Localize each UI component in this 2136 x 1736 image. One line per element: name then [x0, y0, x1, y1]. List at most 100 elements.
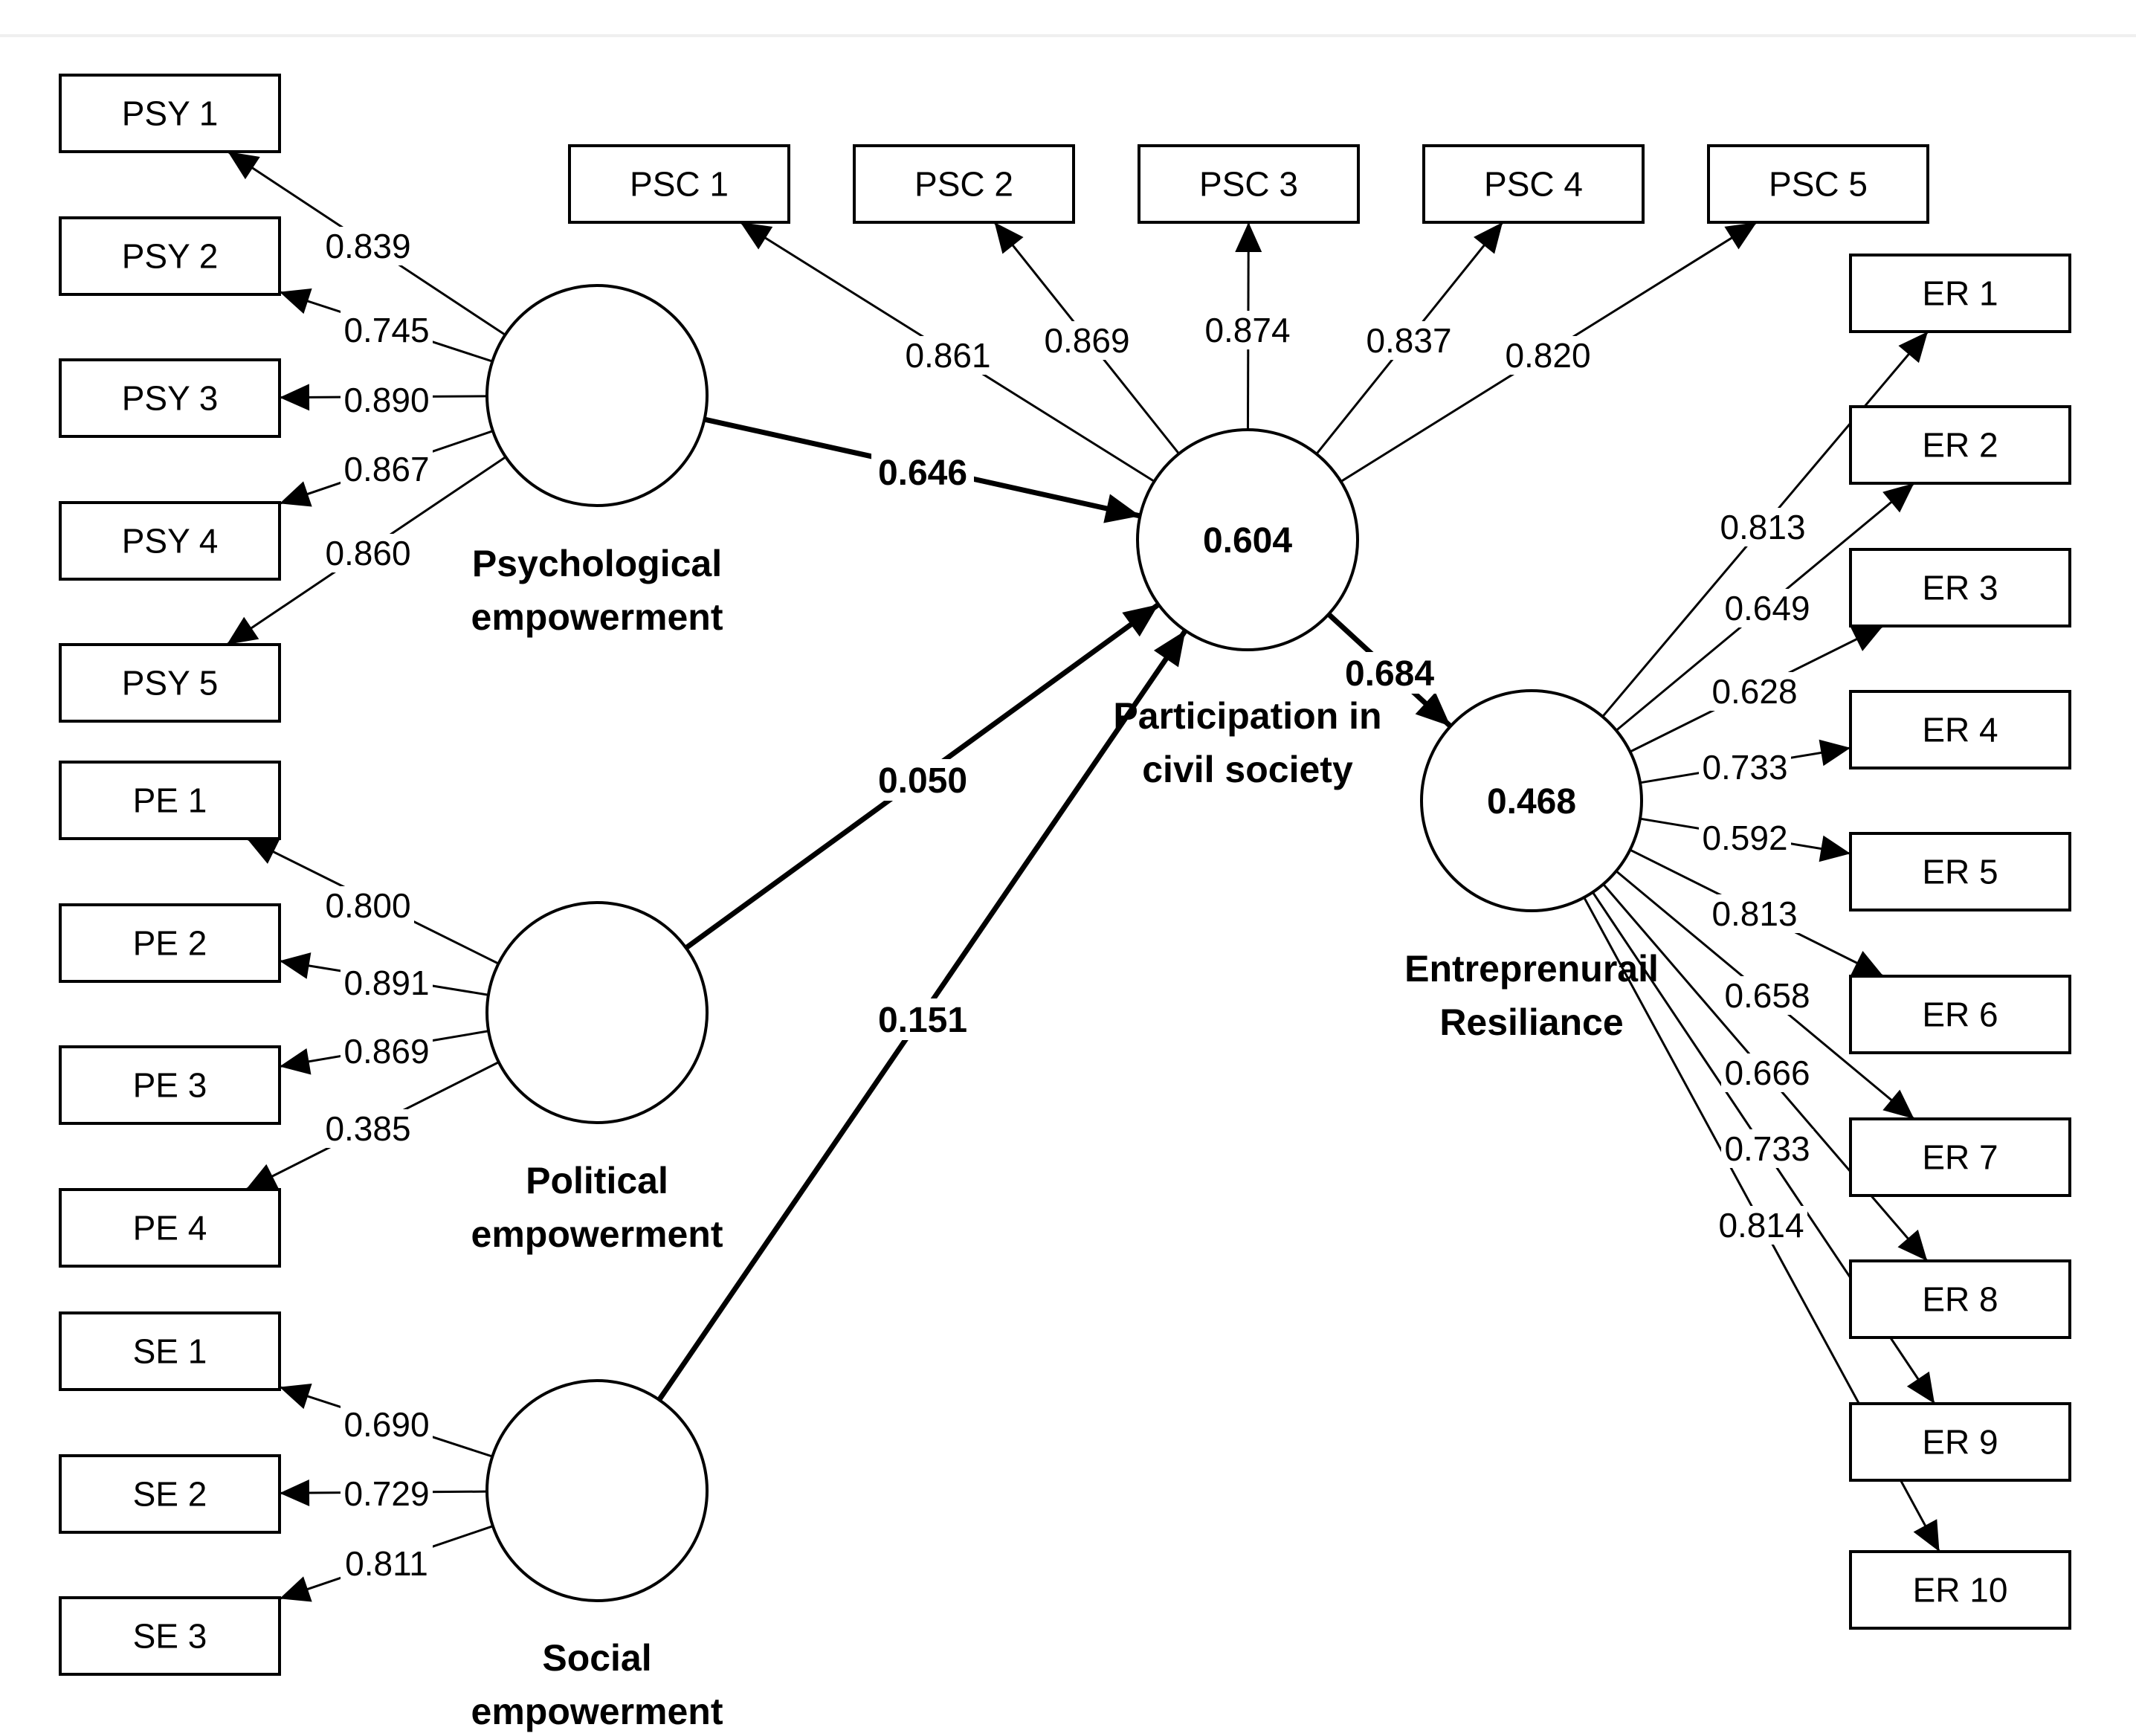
loading-label-bg-psy3 — [341, 381, 433, 419]
loading-label-bg-er2 — [1721, 589, 1813, 627]
indicator-box-psy3 — [59, 358, 281, 438]
construct-name-er-line-1: Entreprenurail — [1404, 948, 1659, 990]
loading-label-bg-psy4 — [341, 450, 433, 488]
arrowhead-er1 — [1898, 332, 1928, 364]
indicator-label-se1: SE 1 — [133, 1332, 207, 1371]
indicator-box-er1 — [1849, 254, 2071, 333]
indicator-box-er7 — [1849, 1117, 2071, 1197]
indicator-label-pe3: PE 3 — [133, 1066, 207, 1105]
indicator-box-se2 — [59, 1454, 281, 1534]
arrowhead-er9 — [1906, 1371, 1935, 1404]
path-coefficient-psy_psc: 0.646 — [878, 454, 967, 493]
loading-label-psy4: 0.867 — [343, 450, 429, 488]
r-squared-psc: 0.604 — [1203, 521, 1292, 561]
path-arrowhead-se_psc — [1153, 630, 1186, 668]
loading-label-bg-psc1 — [902, 336, 994, 375]
loading-label-er9: 0.733 — [1724, 1129, 1810, 1168]
loading-label-er1: 0.813 — [1720, 508, 1805, 546]
indicator-label-er8: ER 8 — [1922, 1280, 1998, 1319]
indicator-box-er9 — [1849, 1402, 2071, 1482]
arrowhead-er10 — [1913, 1519, 1940, 1552]
indicator-label-er7: ER 7 — [1922, 1138, 1998, 1177]
loading-label-pe3: 0.869 — [343, 1032, 429, 1071]
indicator-label-er9: ER 9 — [1922, 1423, 1998, 1462]
arrowhead-er7 — [1882, 1089, 1914, 1119]
construct-name-psy-line-1: Psychological — [472, 543, 722, 584]
arrowhead-psy2 — [280, 288, 312, 314]
arrowhead-se1 — [280, 1383, 312, 1410]
loading-label-psy5: 0.860 — [325, 534, 410, 572]
construct-circle-psc — [1136, 428, 1359, 651]
construct-name-pe-line-2: empowerment — [471, 1213, 723, 1255]
loading-label-er3: 0.628 — [1711, 672, 1797, 711]
arrowhead-pe2 — [280, 952, 312, 979]
construct-name-se-line-1: Social — [542, 1637, 651, 1679]
arrowhead-er6 — [1851, 951, 1884, 976]
indicator-label-er2: ER 2 — [1922, 426, 1998, 465]
construct-circle-er — [1420, 689, 1643, 912]
construct-circle-pe — [485, 901, 709, 1124]
loading-label-bg-er5 — [1699, 819, 1791, 857]
path-label-bg-pe_psc — [871, 759, 974, 801]
indicator-label-er6: ER 6 — [1922, 996, 1998, 1034]
indicator-label-er1: ER 1 — [1922, 274, 1998, 313]
arrowhead-er3 — [1851, 626, 1883, 651]
indicator-box-er6 — [1849, 975, 2071, 1054]
indicator-label-psy4: PSY 4 — [122, 522, 219, 561]
indicator-box-psy5 — [59, 643, 281, 723]
loading-label-bg-pe4 — [322, 1109, 414, 1148]
loading-label-bg-er8 — [1721, 1053, 1813, 1092]
path-arrowhead-psy_psc — [1103, 494, 1140, 523]
arrowhead-psc2 — [994, 222, 1024, 254]
indicator-label-psy1: PSY 1 — [122, 94, 219, 133]
construct-circle-se — [485, 1379, 709, 1602]
arrowhead-psc1 — [740, 222, 773, 250]
indicator-label-er3: ER 3 — [1922, 569, 1998, 607]
indicator-box-psy2 — [59, 216, 281, 296]
loading-label-pe2: 0.891 — [343, 964, 429, 1002]
indicator-label-psc5: PSC 5 — [1769, 165, 1868, 204]
indicator-label-er4: ER 4 — [1922, 711, 1998, 749]
arrowhead-psy5 — [227, 616, 259, 645]
arrowhead-psy1 — [228, 152, 260, 180]
loading-label-bg-er3 — [1709, 672, 1801, 711]
indicator-box-psc4 — [1422, 144, 1645, 224]
construct-name-er-line-2: Resiliance — [1439, 1001, 1623, 1043]
loading-label-bg-se3 — [341, 1544, 433, 1583]
loading-label-bg-er6 — [1709, 894, 1801, 933]
arrowhead-pe3 — [280, 1048, 312, 1075]
indicator-label-se3: SE 3 — [133, 1617, 207, 1656]
indicator-label-psc4: PSC 4 — [1484, 165, 1583, 204]
indicator-box-psy4 — [59, 501, 281, 581]
indicator-label-er5: ER 5 — [1922, 853, 1998, 891]
loading-label-pe1: 0.800 — [325, 886, 410, 925]
loading-label-pe4: 0.385 — [325, 1109, 410, 1148]
loading-label-bg-er10 — [1715, 1206, 1807, 1245]
arrowhead-pe4 — [245, 1164, 279, 1190]
arrowhead-er5 — [1819, 835, 1851, 862]
indicator-label-psc1: PSC 1 — [630, 165, 729, 204]
indicator-label-psc3: PSC 3 — [1199, 165, 1298, 204]
loading-label-bg-er9 — [1721, 1129, 1813, 1168]
indicator-box-pe3 — [59, 1045, 281, 1125]
loading-label-bg-pe3 — [341, 1032, 433, 1071]
loading-label-psy3: 0.890 — [343, 381, 429, 419]
top-border — [0, 0, 2136, 37]
indicator-box-er5 — [1849, 832, 2071, 911]
loading-label-er2: 0.649 — [1724, 589, 1810, 627]
loading-label-bg-pe2 — [341, 964, 433, 1002]
indicator-box-se3 — [59, 1596, 281, 1676]
indicator-box-pe2 — [59, 903, 281, 983]
loading-label-bg-psy5 — [322, 534, 414, 572]
loading-label-er5: 0.592 — [1702, 819, 1787, 857]
arrowhead-psc3 — [1235, 222, 1262, 253]
indicator-box-psc1 — [568, 144, 790, 224]
path-label-bg-se_psc — [871, 998, 974, 1040]
loading-label-bg-se2 — [341, 1474, 433, 1513]
loading-label-psy1: 0.839 — [325, 227, 410, 265]
path-label-bg-psy_psc — [871, 451, 974, 493]
path-coefficient-se_psc: 0.151 — [878, 1001, 967, 1040]
loading-label-bg-psy1 — [322, 227, 414, 265]
indicator-label-psc2: PSC 2 — [914, 165, 1013, 204]
indicator-box-psy1 — [59, 74, 281, 153]
